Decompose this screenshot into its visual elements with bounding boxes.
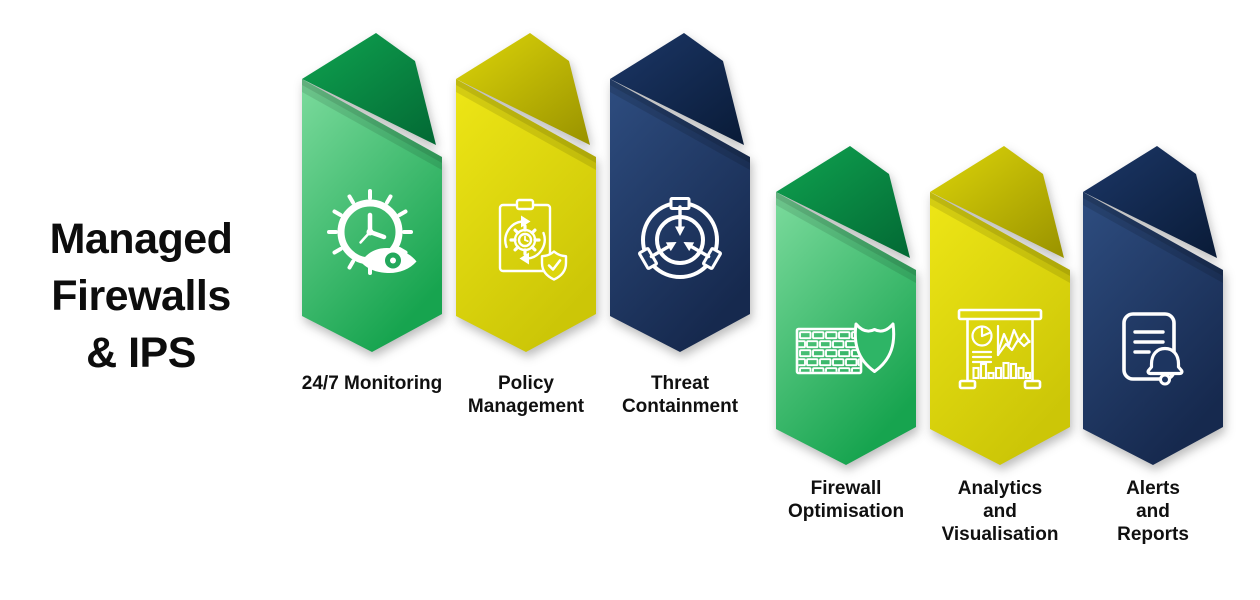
label-line: Reports: [1117, 524, 1189, 545]
page-title: Managed Firewalls & IPS: [15, 211, 267, 382]
banner-threat-containment: Threat Containment: [610, 33, 750, 417]
banner-label: Policy Management: [411, 372, 641, 418]
banner-label: Firewall Optimisation: [731, 477, 961, 523]
banner-alerts-reports: Alerts and Reports: [1083, 146, 1223, 545]
label-line: and: [1136, 501, 1170, 522]
title-line: & IPS: [86, 329, 196, 377]
banner-24-7-monitoring: 24/7 Monitoring: [302, 33, 442, 394]
label-line: Policy: [498, 373, 554, 394]
containment-icon: [638, 197, 722, 279]
label-line: Management: [467, 396, 585, 417]
banner-label: 24/7 Monitoring: [257, 372, 487, 395]
banner-firewall-optimisation: Firewall Optimisation: [776, 146, 916, 522]
clipboard-gear-shield-icon: [498, 198, 568, 281]
label-line: and: [983, 501, 1017, 522]
title-line: Firewalls: [51, 272, 231, 320]
label-line: Threat: [650, 373, 710, 394]
brick-wall-shield-icon: [795, 322, 896, 375]
banner-label: Threat Containment: [565, 372, 795, 418]
label-line: 24/7 Monitoring: [301, 373, 443, 394]
ribbon-shape: [456, 33, 596, 352]
label-line: Containment: [621, 396, 739, 417]
banner-label: Alerts and Reports: [1038, 477, 1260, 546]
report-bell-icon: [1122, 312, 1184, 386]
label-line: Visualisation: [941, 524, 1059, 545]
ribbon-shape: [1083, 146, 1223, 465]
clock-eye-icon: [327, 189, 417, 275]
title-line: Managed: [49, 215, 233, 263]
ribbon-shape: [930, 146, 1070, 465]
banner-label: Analytics and Visualisation: [885, 477, 1115, 546]
banner-policy-management: Policy Management: [456, 33, 596, 417]
label-line: Firewall: [810, 478, 882, 499]
banner-analytics-visualisation: Analytics and Visualisation: [930, 146, 1070, 545]
label-line: Alerts: [1126, 478, 1180, 499]
label-line: Analytics: [957, 478, 1043, 499]
analytics-board-icon: [957, 308, 1043, 390]
ribbon-shape: [776, 146, 916, 465]
label-line: Optimisation: [787, 501, 905, 522]
